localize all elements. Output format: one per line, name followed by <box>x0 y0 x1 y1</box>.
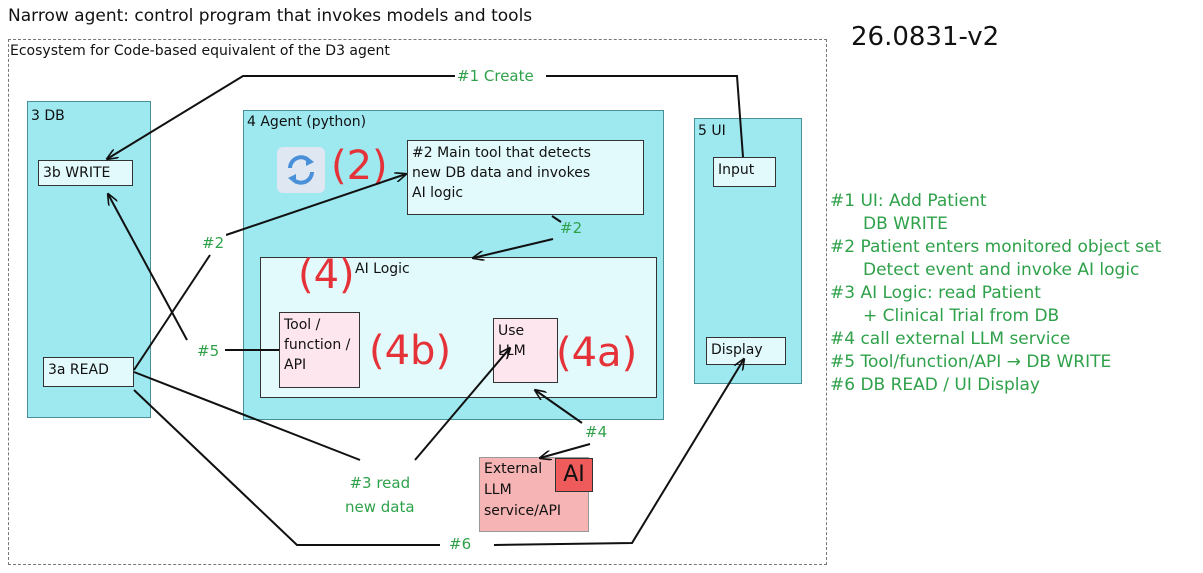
edge-4-up <box>535 390 583 424</box>
edge-2-left-tail <box>225 174 406 236</box>
tool-line-2: function / <box>284 337 351 353</box>
main-tool-line-1: #2 Main tool that detects <box>412 145 591 161</box>
marker-2: (2) <box>331 143 388 189</box>
edge-3-tail <box>414 348 510 461</box>
external-line-1: External <box>484 461 543 477</box>
edge-label-2-left: #2 <box>200 234 227 252</box>
edge-label-4: #4 <box>583 423 610 441</box>
ai-logic-label: AI Logic <box>355 261 410 277</box>
edge-1-create <box>546 75 744 158</box>
legend-item: #6 DB READ / UI Display <box>830 375 1040 395</box>
ui-input-box: Input <box>713 157 776 187</box>
edge-4-down <box>540 443 591 458</box>
main-tool-line-3: AI logic <box>412 185 464 201</box>
db-panel-label: 3 DB <box>31 108 65 124</box>
edge-3 <box>133 371 361 461</box>
edge-label-5: #5 <box>195 342 222 360</box>
marker-4: (4) <box>298 252 355 298</box>
ui-panel-label: 5 UI <box>698 123 726 139</box>
main-tool-line-2: new DB data and invokes <box>412 165 591 181</box>
ui-display-box: Display <box>706 337 786 365</box>
legend-item: #4 call external LLM service <box>830 329 1071 349</box>
external-line-3: service/API <box>484 503 562 519</box>
legend-item: #3 AI Logic: read Patient <box>830 283 1041 303</box>
edge-label-3: #3 read new data <box>343 471 417 519</box>
ecosystem-frame <box>8 39 827 565</box>
ai-badge-icon: AI <box>555 458 593 492</box>
edge-label-3-line-1: #3 read <box>349 474 411 492</box>
legend-item: DB WRITE <box>863 214 948 234</box>
tool-line-1: Tool / <box>284 317 321 333</box>
ecosystem-label: Ecosystem for Code-based equivalent of t… <box>10 43 390 59</box>
agent-panel-label: 4 Agent (python) <box>247 114 367 130</box>
llm-line-1: Use <box>498 323 525 339</box>
edge-2-right <box>551 215 562 223</box>
db-read-box: 3a READ <box>43 357 134 387</box>
tool-line-3: API <box>284 357 307 373</box>
legend-item: + Clinical Trial from DB <box>863 306 1060 326</box>
db-write-box: 3b WRITE <box>38 160 133 186</box>
edge-6-tail <box>493 359 744 546</box>
edge-label-3-line-2: new data <box>345 498 415 516</box>
edge-label-2-right: #2 <box>560 219 583 237</box>
edge-label-6: #6 <box>447 535 474 553</box>
edge-label-create: #1 Create <box>455 67 536 85</box>
refresh-icon <box>277 147 325 193</box>
edge-5 <box>108 194 188 341</box>
diagram-title: Narrow agent: control program that invok… <box>8 6 533 26</box>
edge-2-right-tail <box>473 238 554 258</box>
marker-4b: (4b) <box>369 328 452 374</box>
edge-6 <box>133 389 440 546</box>
tool-function-api-box: Tool / function / API <box>279 312 360 388</box>
external-line-2: LLM <box>484 482 512 498</box>
main-tool-box: #2 Main tool that detects new DB data an… <box>407 140 644 215</box>
legend-item: #5 Tool/function/API → DB WRITE <box>830 352 1112 372</box>
edge-1-create-tail <box>107 75 460 159</box>
version-label: 26.0831-v2 <box>851 22 1000 52</box>
legend: #1 UI: Add Patient DB WRITE #2 Patient e… <box>830 190 1161 397</box>
legend-item: #1 UI: Add Patient <box>830 191 987 211</box>
marker-4a: (4a) <box>556 330 638 376</box>
legend-item: Detect event and invoke AI logic <box>863 260 1140 280</box>
legend-item: #2 Patient enters monitored object set <box>830 237 1162 257</box>
